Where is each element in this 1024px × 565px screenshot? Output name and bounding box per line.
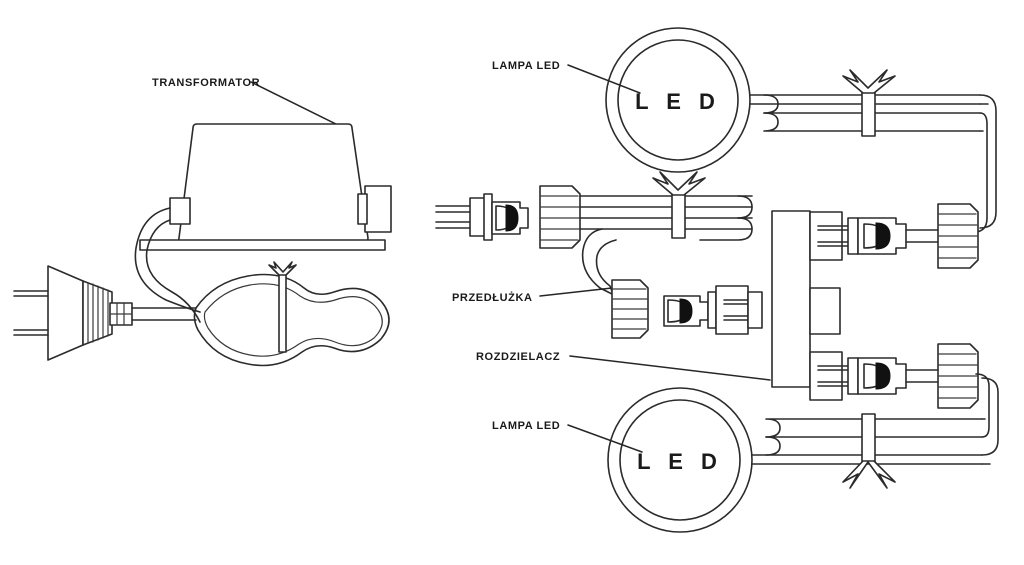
led-lamp-bottom-inner-ring (619, 399, 741, 521)
transformer-cable-outer (134, 207, 201, 313)
led-lamp-bottom: L E D LAMPA LED (492, 387, 753, 533)
led-lamp-top: L E D LAMPA LED (492, 27, 751, 173)
transformer-right-connector (364, 185, 392, 233)
threaded-cap-extension (539, 185, 581, 249)
cable-tie-middle-head (652, 171, 706, 196)
middle-connector-housing (715, 285, 749, 335)
distributor-middle-stub (809, 287, 841, 335)
threaded-cap-top-right (937, 203, 979, 269)
cable-tie-bottom-right (842, 413, 896, 489)
cable-tie-transformer-head (268, 261, 297, 276)
led-bottom-cable-bundle (751, 373, 999, 465)
connector-distributor-middle (611, 279, 763, 339)
przedluzka-label: PRZEDŁUŻKA (452, 291, 533, 304)
rozdzielacz-leader-line (569, 355, 771, 381)
mains-plug-body (47, 265, 84, 361)
rozdzielacz-label: ROZDZIELACZ (476, 351, 560, 363)
cable-tie-top-right (842, 69, 896, 137)
threaded-cap-bottom-right-ribs (937, 353, 979, 399)
cable-tie-top-right-head (842, 69, 896, 94)
connector-distributor-top (809, 203, 979, 269)
bottom-out-collar (847, 357, 859, 395)
lampa-led-bottom-leader-line (567, 424, 643, 453)
led-lamp-bottom-text: L E D (637, 449, 723, 474)
distributor-block: ROZDZIELACZ (476, 210, 811, 388)
threaded-cap-middle-ribs (611, 288, 649, 330)
led-lamp-top-inner-ring (617, 39, 739, 161)
transformer-left-gland (169, 197, 191, 225)
cable-tie-bottom-right-head (842, 460, 896, 489)
extension-cable-assembly: PRZEDŁUŻKA (435, 171, 753, 309)
cable-tie-bottom-right-strap (861, 413, 876, 463)
bottom-out-keyway (875, 362, 891, 390)
transformer-body (178, 123, 369, 243)
distributor-middle-stub-body (809, 287, 841, 335)
extension-cable-down-inner (595, 239, 619, 309)
connector-distributor-bottom (809, 343, 979, 409)
middle-connector-socket (747, 291, 763, 329)
led-system-assembly: L E D LAMPA LED (435, 27, 999, 533)
threaded-cap-extension-ribs (539, 195, 581, 241)
led-top-cable-4 (763, 112, 981, 132)
cable-tie-middle-strap (671, 189, 686, 239)
led-lamp-top-text: L E D (635, 89, 721, 114)
extension-cable-loop-2 (699, 217, 753, 241)
extension-connector-keyway (505, 204, 519, 232)
przedluzka-leader-line (539, 287, 613, 297)
led-top-cable-bend-inner (973, 112, 988, 233)
threaded-cap-top-right-ribs (937, 213, 979, 259)
middle-connector-keyway (679, 298, 693, 324)
plug-strain-relief-detail (109, 302, 133, 326)
extension-cable-down-outer (581, 228, 617, 297)
threaded-cap-extension-body (539, 185, 581, 249)
cable-coil-inner (203, 283, 383, 357)
led-bottom-cable-bend-inner (975, 373, 990, 438)
extension-connector-collar (483, 193, 493, 241)
led-top-cable-bundle (749, 94, 997, 233)
distributor-body (771, 210, 811, 388)
threaded-cap-bottom-right (937, 343, 979, 409)
lampa-led-bottom-label: LAMPA LED (492, 420, 560, 432)
threaded-cap-middle (611, 279, 649, 339)
transformer-right-neck (357, 193, 368, 225)
cable-tie-middle (652, 171, 706, 239)
transformer-cable-inner (145, 219, 201, 323)
lampa-led-top-label: LAMPA LED (492, 60, 560, 72)
led-bottom-cable-4 (765, 418, 983, 438)
lampa-led-top-leader-line (567, 64, 641, 94)
top-out-keyway (875, 222, 891, 250)
cable-tie-top-right-strap (861, 87, 876, 137)
mains-plug-grip-ribs (87, 282, 109, 344)
cable-tie-transformer-strap (278, 271, 287, 353)
led-top-cable-bend-outer (979, 94, 997, 229)
bottom-out-housing (809, 351, 843, 401)
transformator-label: TRANSFORMATOR (152, 77, 260, 89)
extension-cable-loop-1 (737, 195, 753, 219)
transformer-base-plate (139, 239, 386, 251)
top-out-collar (847, 217, 859, 255)
middle-connector-collar (707, 291, 717, 329)
transformer-assembly: TRANSFORMATOR (13, 77, 392, 367)
top-out-housing (809, 211, 843, 261)
led-bottom-cable-bend-outer (981, 377, 999, 456)
